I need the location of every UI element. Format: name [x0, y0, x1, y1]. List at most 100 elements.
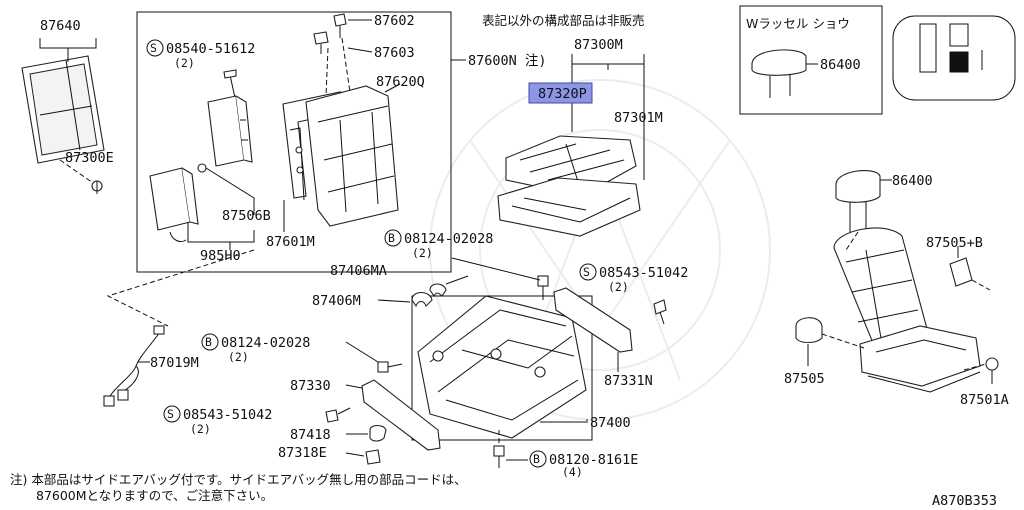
s-mark-left-letter: S — [167, 407, 174, 421]
part-87505-cover[interactable] — [795, 317, 823, 344]
inset-title: Wラッセル ショウ — [746, 16, 850, 31]
label-08543-51042-left[interactable]: 08543-51042 — [183, 407, 272, 423]
label-87620Q[interactable]: 87620Q — [376, 74, 425, 90]
label-87406MA[interactable]: 87406MA — [330, 263, 387, 279]
label-87601M[interactable]: 87601M — [266, 234, 315, 250]
leader-87506B — [205, 167, 255, 215]
footnote-line-1: 注) 本部品はサイドエアバッグ付です。サイドエアバッグ無し用の部品コードは、 — [10, 472, 467, 487]
qty-08540: (2) — [174, 56, 195, 70]
leader-08124-top — [451, 257, 541, 281]
b-mark-left-icon — [201, 333, 219, 351]
part-87640-panel[interactable] — [21, 55, 105, 164]
dash-87501A — [963, 363, 987, 371]
leader-87300E-dash — [59, 159, 97, 186]
screw-08540[interactable] — [223, 69, 237, 99]
non-sale-note: 表記以外の構成部品は非販売 — [482, 13, 645, 28]
part-87400-adjuster[interactable] — [417, 295, 587, 439]
label-87506B[interactable]: 87506B — [222, 208, 271, 224]
label-87300E[interactable]: 87300E — [65, 150, 114, 166]
adjuster-box — [411, 295, 593, 441]
part-985H0-sensor[interactable] — [149, 167, 199, 243]
part-87019M-harness[interactable] — [103, 325, 165, 407]
seat-assembly-full[interactable] — [833, 227, 981, 393]
s-mark-letter: S — [150, 41, 157, 55]
qty-08543-left: (2) — [190, 422, 211, 436]
leader-87318E — [345, 452, 365, 457]
part-87318E-cap[interactable] — [365, 449, 381, 465]
bolt-08124-left[interactable] — [377, 361, 403, 373]
part-87330-rail-cover[interactable] — [361, 379, 441, 451]
footnote-line-2: 87600Mとなりますので、ご注意下さい。 — [36, 488, 273, 503]
qty-08124-left: (2) — [228, 350, 249, 364]
leader-985H0 — [187, 222, 255, 243]
part-87418-spacer[interactable] — [369, 424, 387, 442]
clip-87602[interactable] — [333, 13, 347, 38]
clip-87506B[interactable] — [197, 163, 207, 173]
label-87505[interactable]: 87505 — [784, 371, 825, 387]
label-985H0[interactable]: 985H0 — [200, 248, 241, 264]
leader-87603 — [347, 47, 373, 53]
label-87600N[interactable]: 87600N 注) — [468, 53, 547, 69]
s-mark-left-icon — [163, 405, 181, 423]
b-mark-letter: B — [388, 231, 395, 245]
label-08120-8161E[interactable]: 08120-8161E — [549, 452, 638, 468]
part-86400-inset-headrest[interactable] — [751, 49, 807, 98]
leader-87330 — [345, 384, 363, 389]
part-87620Q-pad[interactable] — [305, 85, 399, 227]
bolt-08124-top[interactable] — [537, 275, 549, 300]
label-87603[interactable]: 87603 — [374, 45, 415, 61]
qty-08124-top: (2) — [412, 246, 433, 260]
label-08124-02028-top[interactable]: 08124-02028 — [404, 231, 493, 247]
b-mark-icon — [384, 229, 402, 247]
qty-08120: (4) — [562, 465, 583, 479]
leader-87406M — [377, 299, 411, 303]
label-87331N[interactable]: 87331N — [604, 373, 653, 389]
screw-08543-left[interactable] — [325, 407, 351, 423]
dash-harness — [106, 249, 255, 327]
part-87406MA-bushing[interactable] — [429, 283, 447, 298]
part-86400-headrest[interactable] — [835, 170, 881, 232]
bolt-08120[interactable] — [493, 445, 505, 468]
label-87418[interactable]: 87418 — [290, 427, 331, 443]
clip-87501A[interactable] — [985, 357, 999, 384]
part-airbag-module[interactable] — [207, 95, 253, 167]
vehicle-location-icon — [892, 15, 1016, 101]
label-87300M[interactable]: 87300M — [574, 37, 623, 53]
part-87301M-cushion-frame[interactable] — [497, 177, 641, 237]
clip-87603[interactable] — [313, 31, 329, 54]
dash-87505B — [971, 279, 991, 291]
s-mark-right-icon — [579, 263, 597, 281]
label-87330[interactable]: 87330 — [290, 378, 331, 394]
label-87602[interactable]: 87602 — [374, 13, 415, 29]
label-08124-02028-left[interactable]: 08124-02028 — [221, 335, 310, 351]
clip-87300E[interactable] — [91, 180, 103, 194]
label-87505B[interactable]: 87505+B — [926, 235, 983, 251]
part-87505B-trim[interactable] — [949, 257, 973, 287]
diagram-code: A870B353 — [932, 493, 997, 509]
label-87400[interactable]: 87400 — [590, 415, 631, 431]
leader-87620Q — [384, 83, 401, 93]
label-87318E[interactable]: 87318E — [278, 445, 327, 461]
leader-87406MA — [445, 275, 469, 285]
leader-08124-left — [345, 341, 379, 363]
label-86400[interactable]: 86400 — [892, 173, 933, 189]
dash-headrest-right — [845, 231, 859, 251]
label-08543-51042-right[interactable]: 08543-51042 — [599, 265, 688, 281]
part-87331N-rail-cover[interactable] — [553, 287, 633, 353]
label-87640[interactable]: 87640 — [40, 18, 81, 34]
label-87501A[interactable]: 87501A — [960, 392, 1009, 408]
dash-87505 — [821, 333, 865, 349]
label-87301M[interactable]: 87301M — [614, 110, 663, 126]
label-inset-86400[interactable]: 86400 — [820, 57, 861, 73]
dash-connector-a — [325, 47, 329, 97]
s-mark-right-letter: S — [583, 265, 590, 279]
label-87320P[interactable]: 87320P — [538, 86, 587, 102]
label-87406M[interactable]: 87406M — [312, 293, 361, 309]
part-87406M-bushing[interactable] — [411, 291, 433, 308]
label-08540-51612[interactable]: 08540-51612 — [166, 41, 255, 57]
b-mark-bottom-letter: B — [533, 452, 540, 466]
label-87019M[interactable]: 87019M — [150, 355, 199, 371]
screw-08543-right[interactable] — [653, 299, 667, 325]
highlight-87320P — [528, 82, 593, 104]
dash-connector-b — [341, 37, 351, 93]
